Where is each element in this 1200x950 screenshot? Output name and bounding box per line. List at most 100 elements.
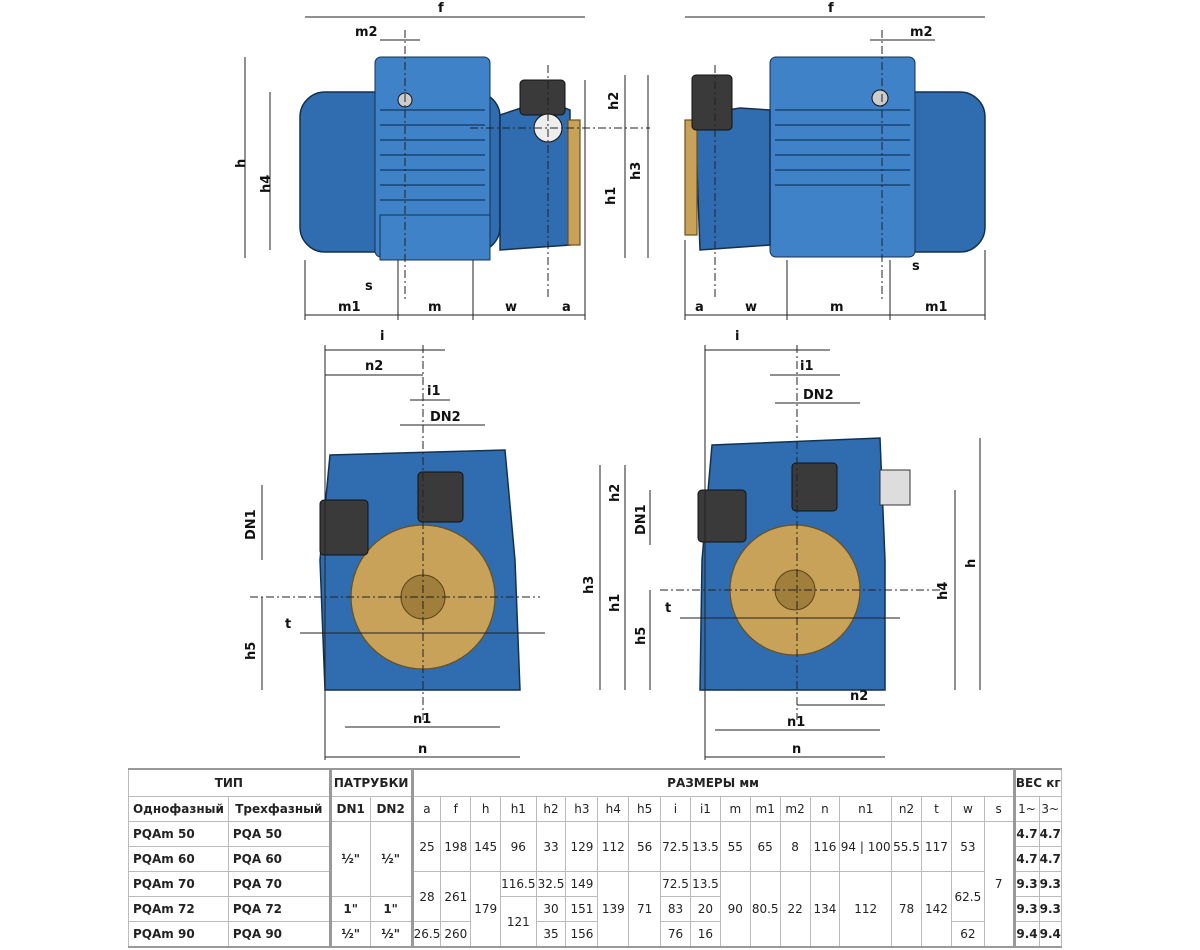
weight-1ph: 4.7: [1012, 846, 1040, 872]
cell-a: 25: [410, 821, 442, 872]
inlet-port: [697, 489, 747, 543]
dim-label-h4: h4: [936, 582, 951, 600]
model-three: PQA 60: [227, 846, 331, 872]
dim-label-f: f: [438, 1, 444, 16]
dim-label-m1: m1: [925, 300, 948, 315]
col-single-phase: Однофазный: [128, 796, 229, 822]
cell-n: 134: [809, 871, 841, 948]
outlet-port: [691, 74, 733, 131]
col-h3: h3: [565, 796, 599, 822]
col-n1: n1: [839, 796, 893, 822]
dimensions-header: РАЗМЕРЫ мм: [410, 768, 1015, 797]
cell-i1: 16: [689, 921, 721, 948]
cell-h1: 116.5: [500, 871, 537, 897]
col-a: a: [410, 796, 442, 822]
cable-gland: [879, 469, 911, 506]
col-s: s: [983, 796, 1015, 822]
col-n2: n2: [891, 796, 922, 822]
col-dn1: DN1: [328, 796, 371, 822]
dim-label-s: s: [365, 279, 373, 294]
dim-label-h5: h5: [244, 642, 259, 660]
cell-h3: 149: [565, 871, 599, 897]
col-h1: h1: [500, 796, 537, 822]
col-weight-1ph: 1~: [1012, 796, 1040, 822]
col-h5: h5: [628, 796, 661, 822]
dn2-value: ½": [369, 921, 413, 948]
cell-h3: 156: [565, 921, 599, 948]
dim-label-h1: h1: [604, 187, 619, 205]
col-h2: h2: [535, 796, 567, 822]
col-m1: m1: [749, 796, 781, 822]
weight-1ph: 9.4: [1012, 921, 1040, 948]
table-row: PQAm 70 PQA 70 28 261 179 116.5 32.5 149…: [128, 871, 1062, 948]
cell-h2: 32.5: [535, 871, 567, 897]
front-view-left: i n2 i1 DN2 DN1 h5 t n1 n: [244, 329, 545, 760]
pump-base: [379, 214, 491, 261]
cell-t: 117: [920, 821, 952, 872]
dim-label-i1: i1: [800, 359, 814, 374]
dim-label-i: i: [735, 329, 739, 344]
col-t: t: [920, 796, 952, 822]
cell-n1: 112: [839, 871, 893, 948]
table-row: PQAm 60 PQA 60 4.7 4.7: [128, 846, 1062, 872]
weight-1ph: 9.3: [1012, 896, 1040, 922]
col-i1: i1: [689, 796, 721, 822]
dn2-value: 1": [369, 896, 413, 922]
cell-h2: 33: [535, 821, 567, 872]
cell-f: 260: [440, 921, 472, 948]
weight-3ph: 9.3: [1038, 896, 1062, 922]
type-header: ТИП: [128, 768, 331, 797]
cell-w: 53: [950, 821, 985, 872]
dim-label-m1: m1: [338, 300, 361, 315]
model-three: PQA 72: [227, 896, 331, 922]
dim-label-dn1: DN1: [244, 509, 259, 540]
cell-m1: 65: [749, 821, 781, 872]
cell-h: 179: [470, 871, 502, 948]
dim-label-dn2: DN2: [430, 410, 461, 425]
weight-3ph: 4.7: [1038, 846, 1062, 872]
header-row-columns: Однофазный Трехфазный DN1 DN2 a f h h1 h…: [128, 796, 1062, 822]
model-three: PQA 90: [227, 921, 331, 948]
header-row-groups: ТИП ПАТРУБКИ РАЗМЕРЫ мм ВЕС кг: [128, 768, 1063, 797]
cell-n1: 94 | 100: [839, 821, 893, 872]
pump-drawings: f m2 h h4 h2 h1 h3 s m1 m w a f m2: [234, 1, 986, 760]
inlet-port: [319, 499, 369, 556]
model-three: PQA 50: [227, 821, 331, 847]
cell-w: 62: [950, 921, 985, 948]
dimensions-table: ТИП ПАТРУБКИ РАЗМЕРЫ мм ВЕС кг Однофазны…: [128, 768, 1063, 948]
cell-i: 72.5: [660, 871, 691, 897]
dim-label-n2: n2: [365, 359, 383, 374]
weight-header: ВЕС кг: [1012, 768, 1063, 797]
dim-label-t: t: [665, 601, 671, 616]
cell-f: 261: [440, 871, 472, 922]
cell-n2: 78: [891, 871, 922, 948]
dim-label-h: h: [234, 159, 249, 168]
dim-label-w: w: [745, 300, 757, 315]
motor-body: [769, 56, 916, 258]
model-single: PQAm 72: [128, 896, 229, 922]
weight-1ph: 9.3: [1012, 871, 1040, 897]
dim-label-m2: m2: [355, 25, 378, 40]
dim-label-t: t: [285, 617, 291, 632]
cell-m: 55: [719, 821, 751, 872]
cell-t: 142: [920, 871, 952, 948]
weight-1ph: 4.7: [1012, 821, 1040, 847]
cell-h: 145: [470, 821, 502, 872]
cell-m2: 22: [779, 871, 811, 948]
dim-label-h2: h2: [608, 484, 623, 502]
col-h: h: [470, 796, 502, 822]
cell-n2: 55.5: [891, 821, 922, 872]
dim-label-h2: h2: [607, 92, 622, 110]
col-f: f: [440, 796, 472, 822]
side-view-right: f m2 s a w m m1: [684, 1, 986, 320]
dim-label-h3: h3: [582, 576, 597, 594]
cell-h4: 139: [597, 871, 630, 948]
cell-i1: 13.5: [689, 871, 721, 897]
dim-label-i: i: [380, 329, 384, 344]
col-dn2: DN2: [369, 796, 413, 822]
dim-label-i1: i1: [427, 384, 441, 399]
dim-label-f: f: [828, 1, 834, 16]
table-row: PQAm 50 PQA 50 ½" ½" 25 198 145 96 33 12…: [128, 821, 1062, 948]
col-w: w: [950, 796, 985, 822]
dim-label-dn1: DN1: [634, 504, 649, 535]
